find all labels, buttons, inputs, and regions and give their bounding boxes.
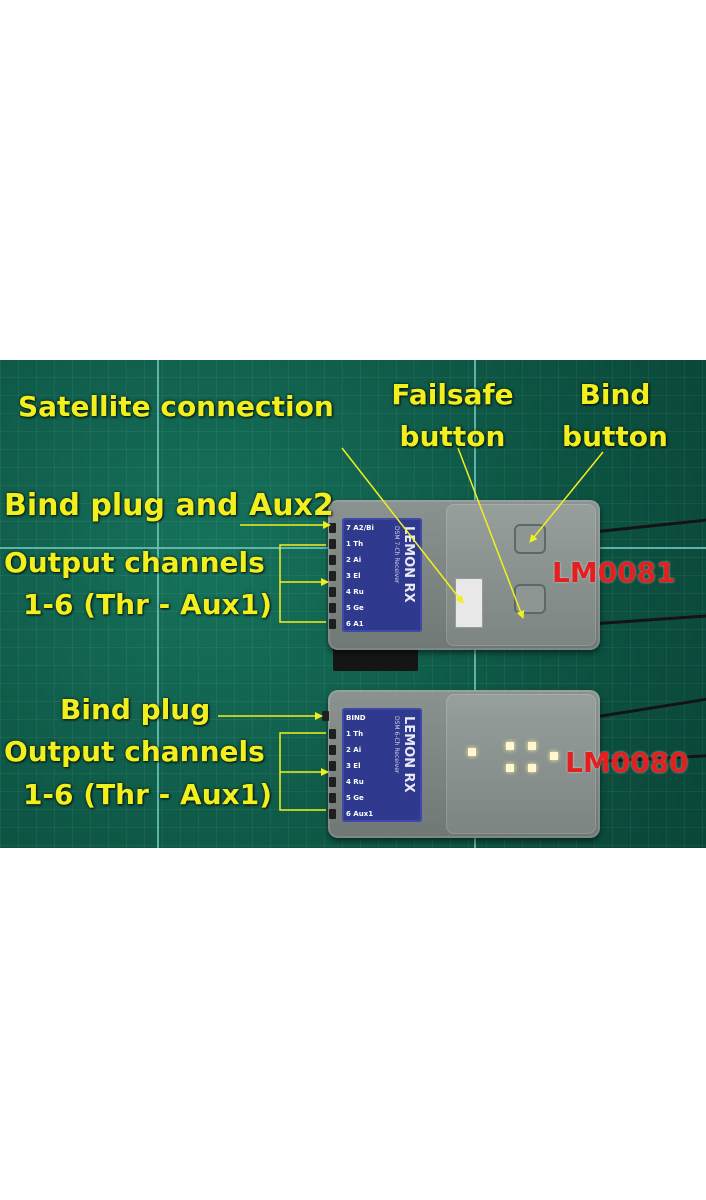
arrow-failsafe-button [457, 447, 525, 619]
led-light [506, 742, 514, 750]
pin-label: 5 Ge [346, 604, 364, 612]
led-light [550, 752, 558, 760]
pin-label: BIND [346, 714, 366, 722]
model-label-top: LM0081 [552, 556, 676, 589]
pin-label: 3 El [346, 762, 361, 770]
led-light [506, 764, 514, 772]
servo-pin [329, 539, 336, 549]
label-output-range-top: 1-6 (Thr - Aux1) [22, 588, 272, 621]
label-output-range-bottom: 1-6 (Thr - Aux1) [22, 778, 272, 811]
servo-pin [329, 523, 336, 533]
pin-label: 2 Ai [346, 556, 362, 564]
label-bind-button: button [562, 420, 668, 453]
label-failsafe: Failsafe [391, 378, 514, 411]
led-light [528, 742, 536, 750]
label-satellite-connection: Satellite connection [18, 390, 334, 423]
label-bind-plug: Bind plug [60, 693, 211, 726]
label-bind-plug-aux2: Bind plug and Aux2 [4, 488, 334, 523]
pin-label: 6 Aux1 [346, 810, 374, 818]
servo-pin [329, 761, 336, 771]
pin-label: 5 Ge [346, 794, 364, 802]
pin-label: 1 Th [346, 730, 364, 738]
pin-label: 6 A1 [346, 620, 364, 628]
arrow-satellite-connection [341, 447, 464, 604]
servo-pin [322, 711, 329, 721]
label-failsafe-button: button [399, 420, 506, 453]
servo-pin [329, 555, 336, 565]
receiver-bottom-right-section [446, 694, 596, 834]
servo-pin [329, 793, 336, 803]
annotation-arrows [218, 447, 604, 811]
label-output-channels-top: Output channels [4, 546, 265, 579]
pin-label: 7 A2/Bi [346, 524, 374, 532]
led-light [468, 748, 476, 756]
servo-pin [329, 571, 336, 581]
mat-gridline-vertical-1 [157, 360, 159, 848]
label-bind: Bind [579, 378, 651, 411]
servo-pin [329, 777, 336, 787]
pin-label: 2 Ai [346, 746, 362, 754]
receiver-photo: LEMON RX DSM 7-Ch Receiver 7 A2/Bi 1 Th … [0, 360, 706, 848]
led-light [528, 764, 536, 772]
pin-label: 4 Ru [346, 778, 364, 786]
servo-pin [329, 809, 336, 819]
model-label-bottom: LM0080 [565, 746, 689, 779]
receiver-bottom: LEMON RX DSM 6-Ch Receiver BIND 1 Th 2 A… [322, 690, 600, 838]
pin-label: 4 Ru [346, 588, 364, 596]
servo-pin [329, 587, 336, 597]
arrow-bind-button [529, 451, 604, 543]
servo-pin [329, 745, 336, 755]
pin-label: 3 El [346, 572, 361, 580]
servo-pin [329, 619, 336, 629]
pin-label: 1 Th [346, 540, 364, 548]
servo-pin [329, 729, 336, 739]
bracket-outputs-top [279, 544, 326, 623]
label-output-channels-bottom: Output channels [4, 735, 265, 768]
receiver-bottom-sticker: LEMON RX DSM 6-Ch Receiver BIND 1 Th 2 A… [342, 708, 422, 822]
receiver-top-sticker: LEMON RX DSM 7-Ch Receiver 7 A2/Bi 1 Th … [342, 518, 422, 632]
servo-pin [329, 603, 336, 613]
